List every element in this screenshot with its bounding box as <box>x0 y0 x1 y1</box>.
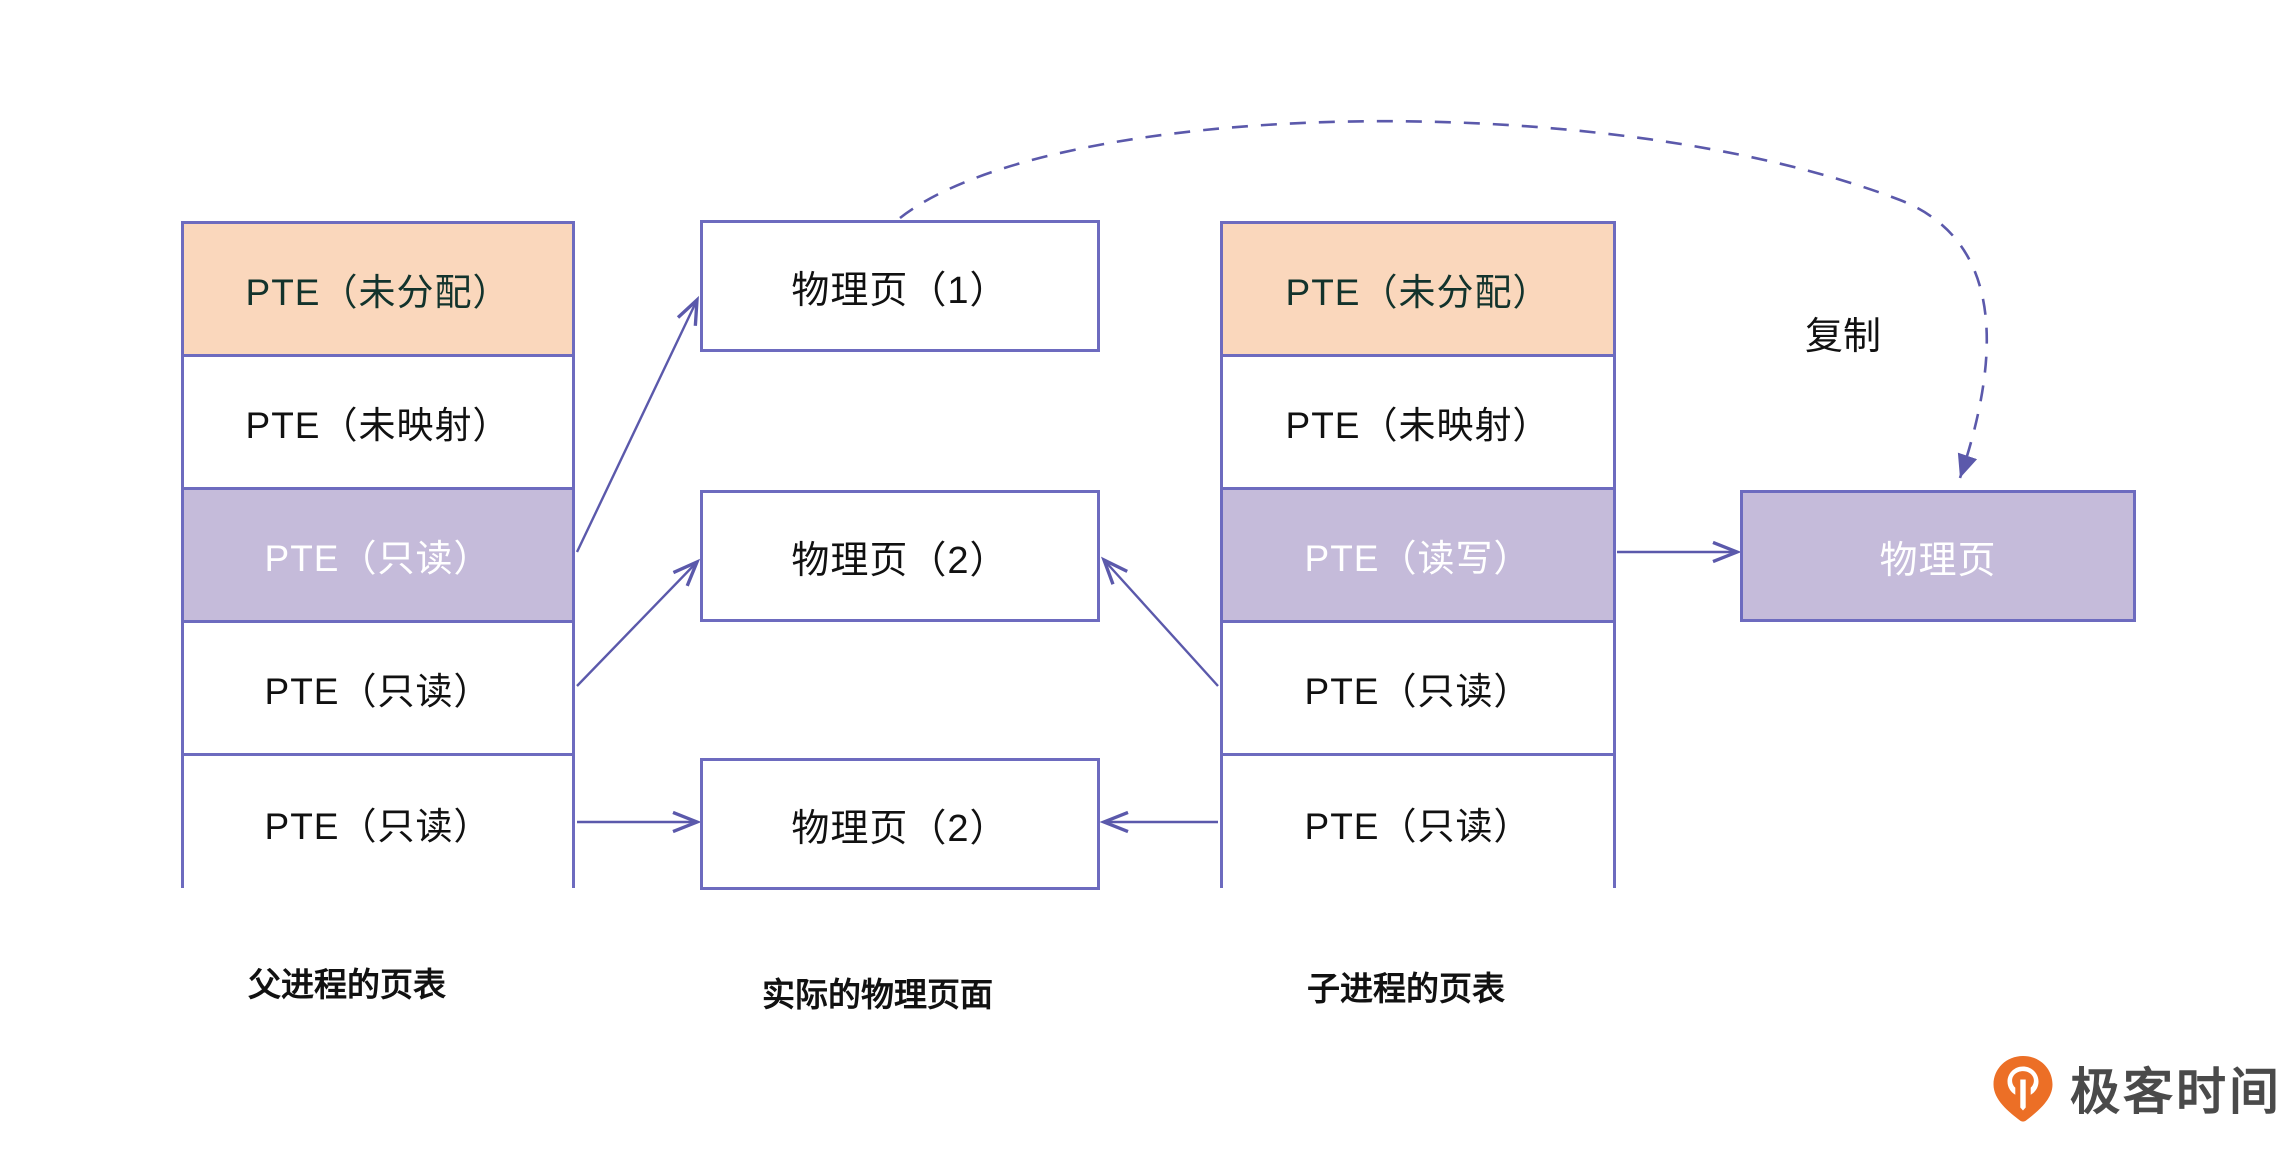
caption-parent-page-table: 父进程的页表 <box>248 966 446 1003</box>
copied-physical-page-box[interactable]: 物理页 <box>1740 490 2136 622</box>
brand-name: 极客时间 <box>2070 1064 2282 1120</box>
wire-parent-row3-to-page1 <box>575 295 699 553</box>
parent-pte-row-1[interactable]: PTE（未分配） <box>184 224 572 357</box>
physical-page-box-3[interactable]: 物理页（2） <box>700 758 1100 890</box>
child-page-table: PTE（未分配） PTE（未映射） PTE（读写） PTE（只读） PTE（只读… <box>1220 221 1616 889</box>
brand-logo: 极客时间 <box>1992 1052 2282 1124</box>
copy-annotation-label: 复制 <box>1805 316 1882 358</box>
wire-parent-row4-to-page2 <box>576 558 701 687</box>
physical-page-box-1[interactable]: 物理页（1） <box>700 220 1100 352</box>
child-pte-row-3[interactable]: PTE（读写） <box>1223 490 1613 623</box>
parent-pte-row-2[interactable]: PTE（未映射） <box>184 357 572 490</box>
child-pte-row-5[interactable]: PTE（只读） <box>1223 756 1613 889</box>
child-pte-row-2[interactable]: PTE（未映射） <box>1223 357 1613 490</box>
wire-child-row4-to-page2 <box>1100 556 1219 687</box>
parent-pte-row-4[interactable]: PTE（只读） <box>184 623 572 756</box>
parent-pte-row-3[interactable]: PTE（只读） <box>184 490 572 623</box>
caption-physical-pages: 实际的物理页面 <box>762 976 993 1013</box>
location-pin-icon <box>1992 1054 2054 1122</box>
child-pte-row-1[interactable]: PTE（未分配） <box>1223 224 1613 357</box>
caption-child-page-table: 子进程的页表 <box>1307 970 1505 1007</box>
parent-page-table: PTE（未分配） PTE（未映射） PTE（只读） PTE（只读） PTE（只读… <box>181 221 575 889</box>
child-pte-row-4[interactable]: PTE（只读） <box>1223 623 1613 756</box>
physical-page-box-2[interactable]: 物理页（2） <box>700 490 1100 622</box>
parent-pte-row-5[interactable]: PTE（只读） <box>184 756 572 889</box>
